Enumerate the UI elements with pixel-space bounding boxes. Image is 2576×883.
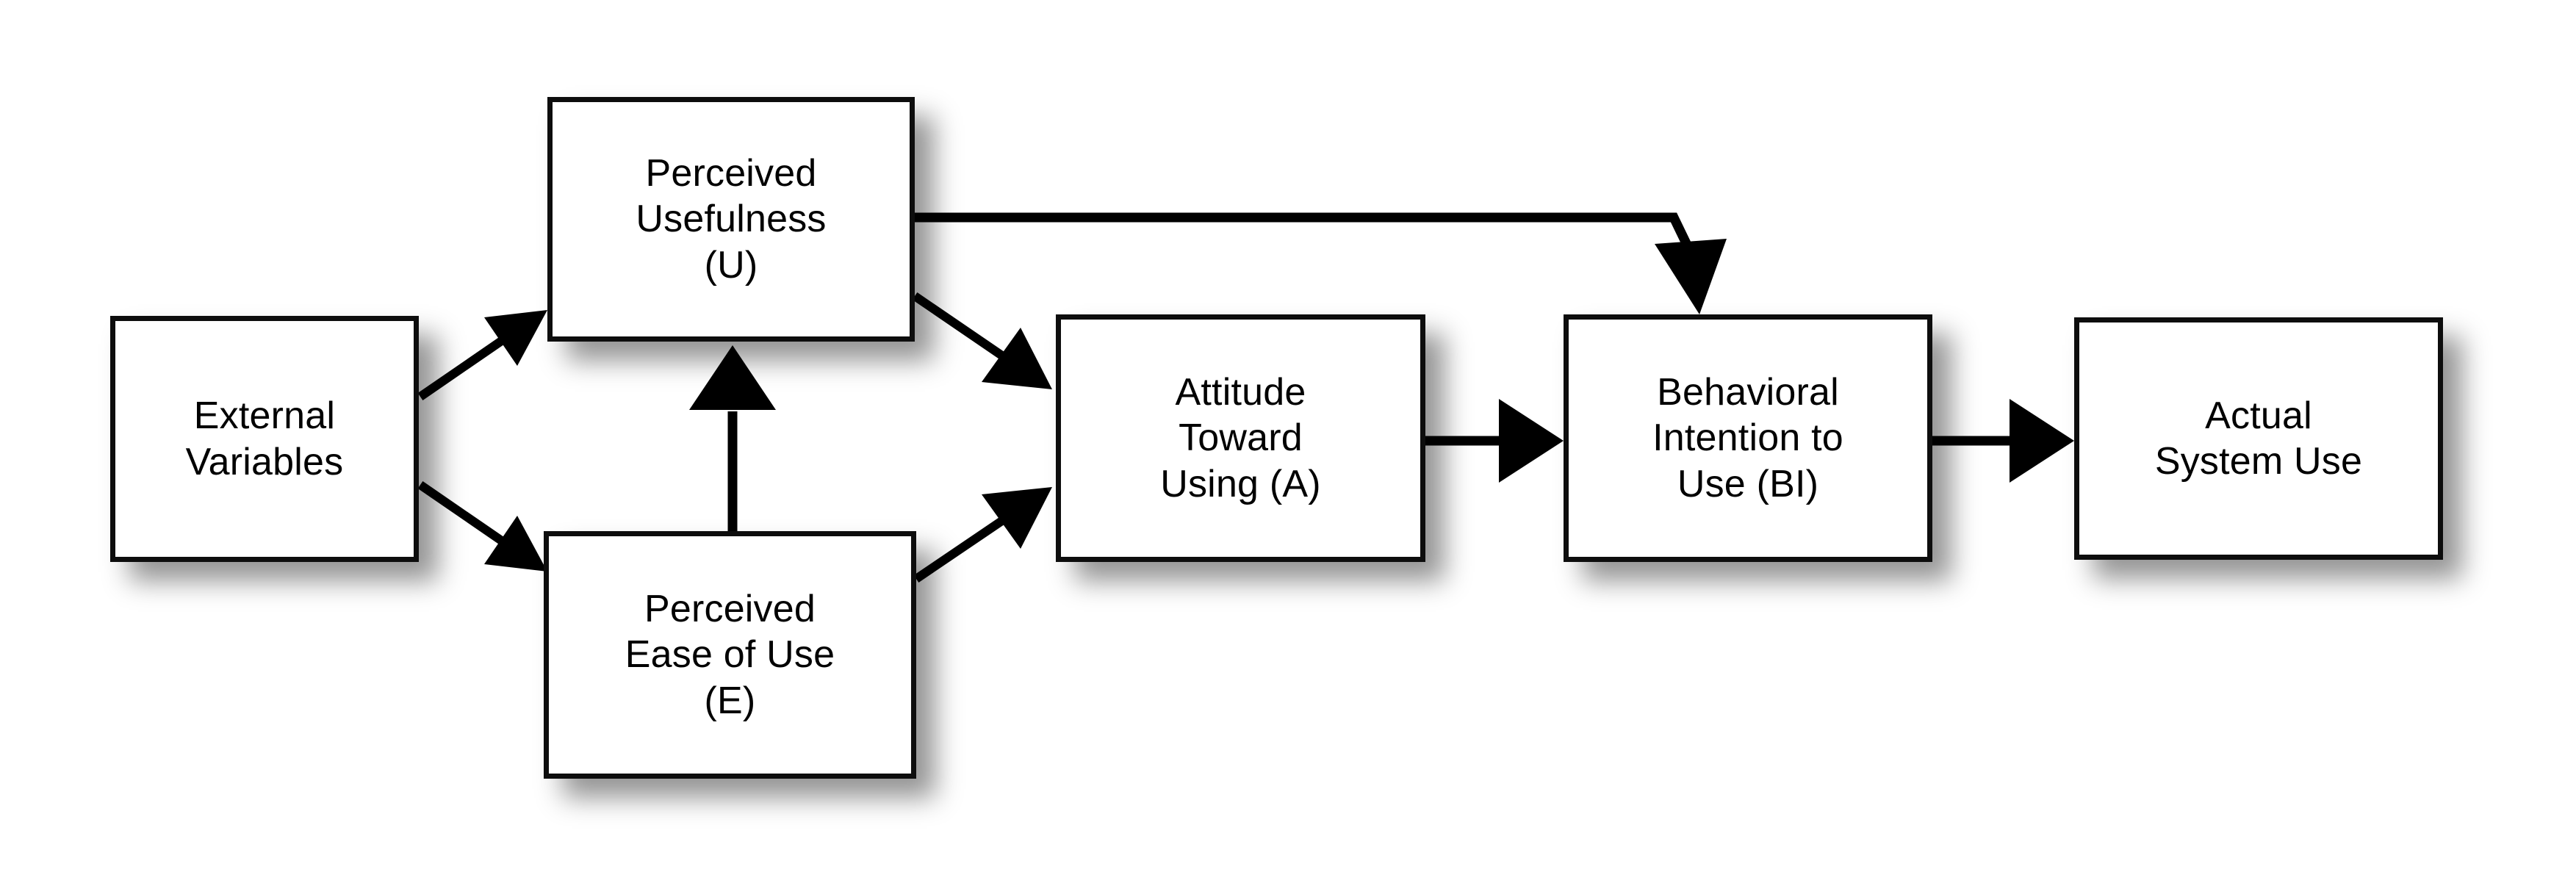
edge-behavioral-intention-to-actual-system-use <box>1932 399 2074 483</box>
edge-perceived-usefulness-to-behavioral-intention <box>915 212 1727 314</box>
node-actual-system-use-label: Actual System Use <box>2154 394 2363 483</box>
node-external-variables-label: External Variables <box>185 394 344 483</box>
edge-perceived-usefulness-to-attitude-toward-using <box>912 292 1052 389</box>
edge-external-variables-to-perceived-usefulness <box>417 310 547 400</box>
node-external-variables[interactable]: External Variables <box>110 316 419 562</box>
node-attitude-toward-using-label: Attitude Toward Using (A) <box>1160 370 1321 505</box>
edge-attitude-toward-using-to-behavioral-intention <box>1425 399 1564 483</box>
node-perceived-ease-of-use[interactable]: Perceived Ease of Use (E) <box>544 531 916 779</box>
node-behavioral-intention-label: Behavioral Intention to Use (BI) <box>1652 370 1843 505</box>
node-attitude-toward-using[interactable]: Attitude Toward Using (A) <box>1056 314 1425 562</box>
node-perceived-ease-of-use-label: Perceived Ease of Use (E) <box>625 587 835 722</box>
edge-external-variables-to-perceived-ease-of-use <box>417 481 547 572</box>
node-behavioral-intention[interactable]: Behavioral Intention to Use (BI) <box>1564 314 1932 562</box>
edge-perceived-ease-of-use-to-attitude-toward-using <box>913 487 1052 583</box>
node-actual-system-use[interactable]: Actual System Use <box>2074 317 2443 560</box>
node-perceived-usefulness-label: Perceived Usefulness (U) <box>636 151 827 286</box>
node-perceived-usefulness[interactable]: Perceived Usefulness (U) <box>547 97 915 342</box>
